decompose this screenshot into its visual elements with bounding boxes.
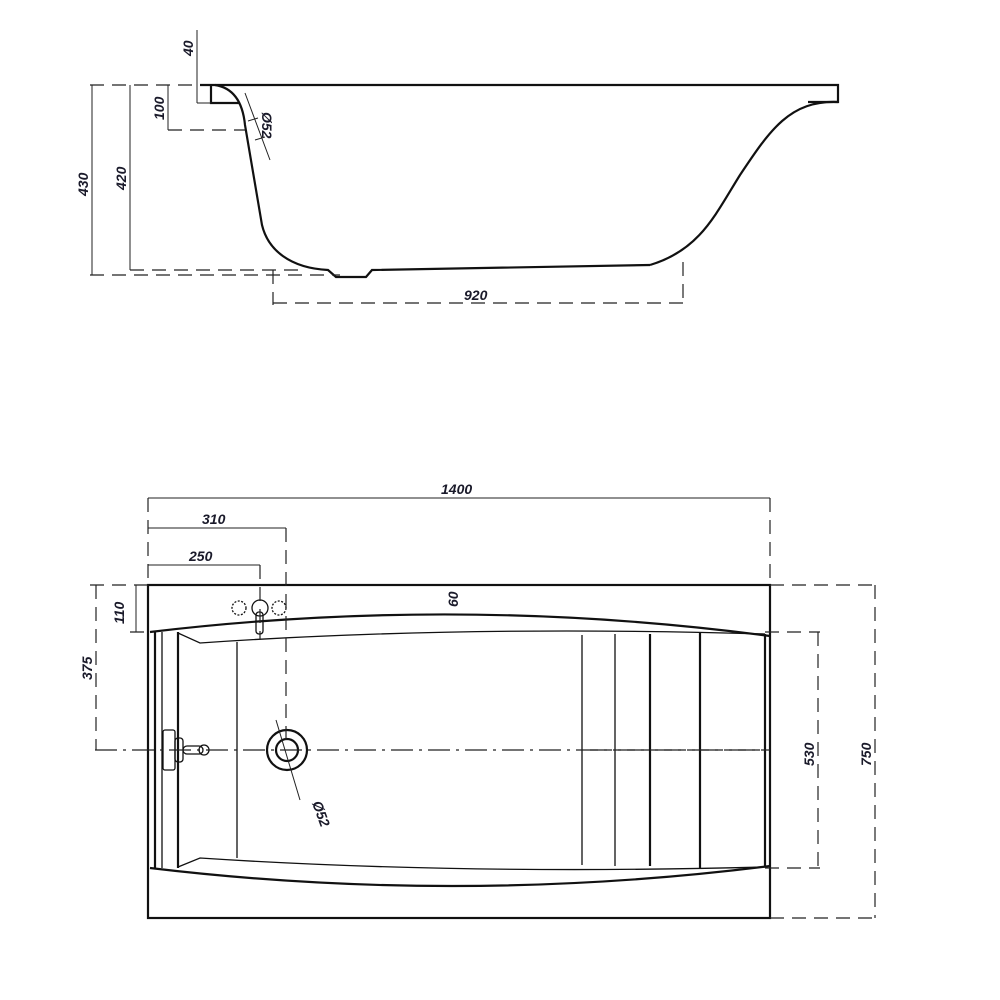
side-view: 40 100 Ø52 430 420 920	[75, 30, 840, 305]
dim-1400: 1400	[441, 481, 472, 497]
tap-hole-left	[231, 600, 247, 616]
dim-100: 100	[151, 96, 167, 120]
dim-420: 420	[113, 166, 129, 191]
tap-hole-right	[271, 600, 287, 616]
dim-40: 40	[180, 40, 196, 57]
plan-view: 1400 310 250 110 375 60 Ø52 530 750	[79, 481, 880, 920]
dim-530: 530	[801, 742, 817, 766]
side-view-bottom	[214, 83, 651, 279]
plan-rim-bottom-curve	[149, 864, 771, 888]
dim-overflow-diameter: Ø52	[259, 112, 275, 139]
dim-110: 110	[111, 601, 127, 624]
side-view-right-wall	[649, 100, 839, 267]
plan-rim-top-curve	[149, 613, 771, 638]
plan-outer-rim	[146, 583, 772, 920]
dim-drain-diameter: Ø52	[309, 799, 333, 830]
dim-920: 920	[464, 287, 488, 303]
dim-250: 250	[188, 548, 213, 564]
dim-750: 750	[858, 742, 874, 766]
side-view-rim	[200, 83, 840, 104]
dim-60: 60	[445, 591, 461, 607]
dim-310: 310	[202, 511, 226, 527]
dim-375: 375	[79, 656, 95, 680]
drain-outer	[265, 728, 309, 772]
dim-430: 430	[75, 172, 91, 197]
